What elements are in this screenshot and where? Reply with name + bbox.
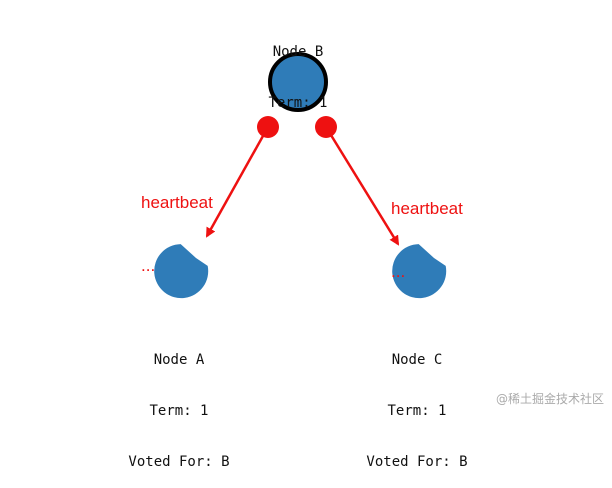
node-a-circle bbox=[154, 244, 209, 299]
heartbeat-text-left: heartbeat bbox=[141, 193, 213, 212]
heartbeat-more-right: ... bbox=[391, 262, 406, 281]
node-c-name: Node C bbox=[391, 352, 443, 368]
heartbeat-label-right: heartbeat ... bbox=[391, 159, 463, 302]
node-a-term: Term: 1 bbox=[149, 403, 209, 419]
heartbeat-text-right: heartbeat bbox=[391, 199, 463, 218]
heartbeat-dot-left bbox=[257, 116, 279, 138]
node-c-label: Node C Term: 1 Voted For: B bbox=[347, 318, 487, 488]
node-a-name: Node A bbox=[153, 352, 205, 368]
heartbeat-arrow-left bbox=[205, 126, 270, 238]
node-c-term: Term: 1 bbox=[387, 403, 447, 419]
node-b-circle bbox=[268, 52, 328, 112]
raft-diagram bbox=[154, 52, 447, 299]
node-b-name: Node B bbox=[272, 44, 324, 60]
node-a-label: Node A Term: 1 Voted For: B bbox=[109, 318, 249, 488]
node-b-label: Node B Term: 1 bbox=[248, 10, 348, 129]
heartbeat-arrow-right bbox=[324, 126, 400, 246]
node-c-voted: Voted For: B bbox=[366, 454, 468, 470]
watermark: @稀土掘金技术社区 bbox=[495, 392, 604, 406]
node-c-circle bbox=[392, 244, 447, 299]
heartbeat-more-left: ... bbox=[141, 256, 156, 275]
heartbeat-label-left: heartbeat ... bbox=[141, 153, 213, 296]
node-a-voted: Voted For: B bbox=[128, 454, 230, 470]
node-b-term: Term: 1 bbox=[268, 95, 328, 111]
heartbeat-dot-right bbox=[315, 116, 337, 138]
